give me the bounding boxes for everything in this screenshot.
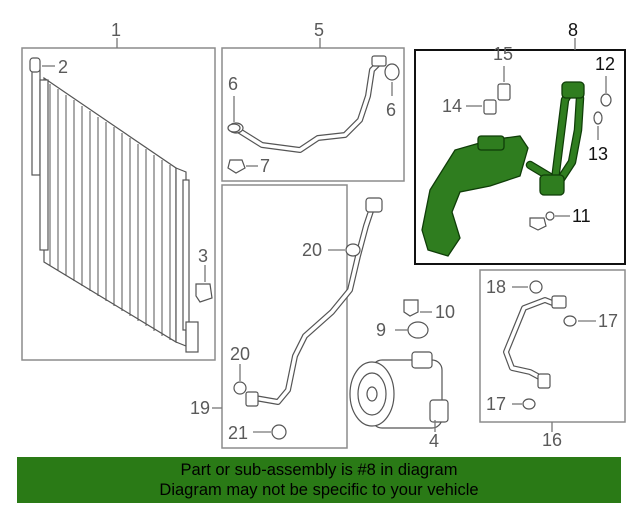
box-hose-19	[221, 184, 348, 449]
condenser-illustration	[31, 69, 199, 353]
cap-10-illustration	[403, 299, 419, 317]
callout-10: 10	[435, 302, 455, 322]
hose-16-illustration	[503, 295, 567, 389]
callout-3: 3	[198, 246, 208, 266]
box-hose-assembly-8	[414, 49, 626, 265]
box-condenser	[21, 47, 216, 361]
nut-18-illustration	[529, 280, 543, 294]
nut-7-illustration	[227, 159, 246, 174]
callout-15: 15	[493, 44, 513, 64]
callout-16: 16	[542, 430, 562, 450]
hose-5-illustration	[228, 55, 387, 153]
box-hose-5	[221, 47, 405, 182]
info-banner: Part or sub-assembly is #8 in diagram Di…	[17, 457, 621, 503]
banner-line-2: Diagram may not be specific to your vehi…	[159, 481, 479, 499]
callout-1: 1	[111, 20, 121, 40]
callout-11: 11	[572, 206, 591, 226]
o-ring-12-illustration	[600, 93, 612, 107]
callout-20-lower: 20	[230, 344, 250, 364]
o-ring-13-illustration	[593, 111, 603, 125]
callout-21: 21	[228, 423, 248, 443]
callout-4: 4	[429, 431, 439, 451]
o-ring-20-lower-illustration	[233, 381, 247, 395]
compressor-illustration	[349, 351, 449, 429]
drier-cap-illustration	[29, 57, 41, 73]
callout-18: 18	[486, 277, 506, 297]
callout-13: 13	[588, 144, 608, 164]
callout-9: 9	[376, 320, 386, 340]
callout-8: 8	[568, 20, 578, 40]
o-ring-6-left-illustration	[227, 123, 241, 133]
bracket-3-illustration	[195, 283, 213, 303]
bushing-14-illustration	[483, 99, 497, 115]
o-ring-17-left-illustration	[522, 398, 536, 410]
callout-12: 12	[595, 54, 615, 74]
hose-19-illustration	[245, 197, 383, 407]
callout-2: 2	[58, 57, 68, 77]
callout-20-upper: 20	[302, 240, 322, 260]
valve-9-illustration	[407, 321, 429, 339]
hose-assembly-8-illustration	[421, 81, 585, 257]
callout-19: 19	[190, 398, 210, 418]
o-ring-6-right-illustration	[384, 63, 400, 81]
banner-line-1: Part or sub-assembly is #8 in diagram	[180, 461, 458, 479]
callout-17-left: 17	[486, 394, 506, 414]
bolt-11-illustration	[529, 211, 555, 231]
callout-17-right: 17	[598, 311, 618, 331]
nut-21-illustration	[271, 424, 287, 440]
callout-6-left: 6	[228, 74, 238, 94]
callout-6-right: 6	[386, 100, 396, 120]
o-ring-17-right-illustration	[563, 315, 577, 327]
o-ring-20-upper-illustration	[345, 243, 361, 257]
bushing-15-illustration	[497, 83, 511, 101]
callout-5: 5	[314, 20, 324, 40]
callout-14: 14	[442, 96, 462, 116]
callout-7: 7	[260, 156, 270, 176]
